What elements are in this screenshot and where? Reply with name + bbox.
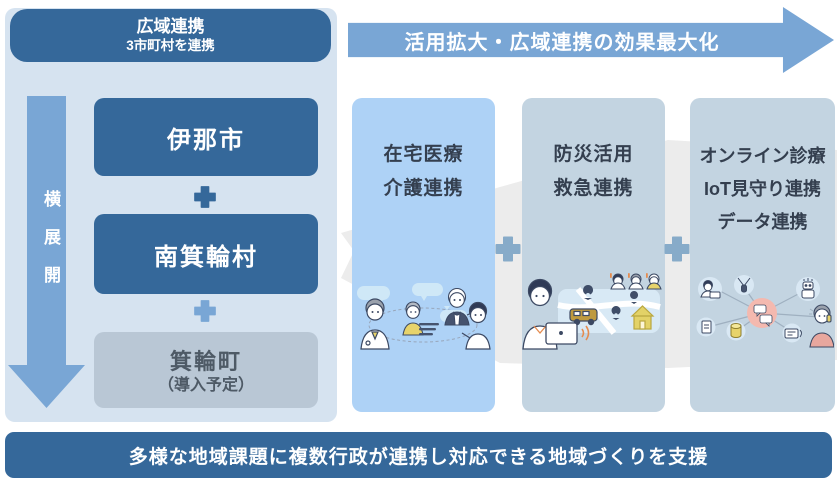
plus-icon	[664, 236, 690, 262]
municipality-box-ina: 伊那市	[94, 98, 318, 176]
card-title-line: 救急連携	[553, 178, 634, 199]
card-title-line: オンライン診療	[699, 146, 826, 166]
card-title: オンライン診療 IoT見守り連携 データ連携	[690, 140, 835, 239]
panel-header: 広域連携 3市町村を連携	[10, 9, 331, 62]
card-title-line: データ連携	[717, 212, 808, 232]
support-statement-banner: 多様な地域課題に複数行政が連携し対応できる地域づくりを支援	[5, 432, 832, 478]
regional-cooperation-panel: 広域連携 3市町村を連携 横展開 伊那市 南箕輪村 箕輪町 （導入予定）	[5, 8, 337, 422]
plus-icon	[495, 236, 521, 262]
down-arrow-icon	[8, 96, 85, 408]
municipality-name: 南箕輪村	[154, 243, 258, 271]
medical-team-illustration	[357, 283, 491, 350]
card-title-line: 介護連携	[383, 178, 464, 199]
municipality-status: （導入予定）	[157, 377, 254, 394]
support-statement-label: 多様な地域課題に複数行政が連携し対応できる地域づくりを支援	[128, 446, 709, 468]
plus-icon	[194, 300, 216, 322]
disaster-response-illustration	[522, 273, 662, 350]
card-title-line: 在宅医療	[383, 144, 464, 165]
plus-icon	[194, 186, 216, 208]
panel-header-title: 広域連携	[136, 17, 205, 36]
card-disaster: 防災活用 救急連携	[522, 98, 665, 412]
card-title-line: 防災活用	[553, 144, 634, 165]
municipality-name: 箕輪町	[169, 349, 242, 374]
card-home-medical: 在宅医療 介護連携	[352, 98, 495, 412]
card-title: 防災活用 救急連携	[522, 138, 665, 206]
effect-banner-label: 活用拡大・広域連携の効果最大化	[404, 31, 720, 54]
card-title: 在宅医療 介護連携	[352, 138, 495, 206]
iot-network-illustration	[696, 275, 834, 348]
horizontal-deployment-label: 横展開	[41, 190, 60, 304]
card-online-iot: オンライン診療 IoT見守り連携 データ連携	[690, 98, 835, 412]
municipality-box-minowa: 箕輪町 （導入予定）	[94, 332, 318, 408]
municipality-name: 伊那市	[167, 126, 245, 154]
municipality-box-minamiminowa: 南箕輪村	[94, 214, 318, 294]
panel-header-subtitle: 3市町村を連携	[126, 38, 215, 53]
card-title-line: IoT見守り連携	[704, 179, 821, 199]
